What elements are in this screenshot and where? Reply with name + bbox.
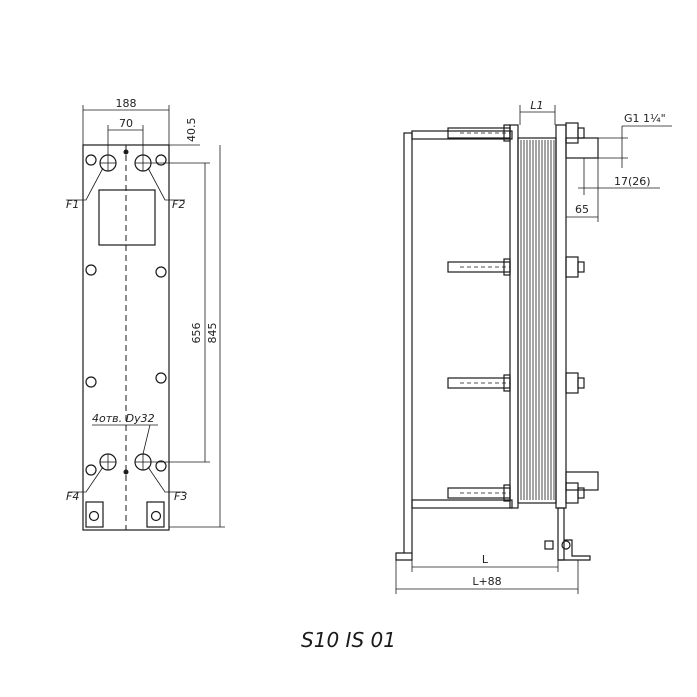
tie-rod-nuts (503, 122, 585, 504)
dim-width-label: 188 (116, 97, 137, 110)
front-view: 188 70 40.5 656 845 F1 F2 F4 F3 4отв. Dy… (66, 97, 225, 531)
frame-bolts (85, 149, 167, 476)
pressure-plate (555, 124, 567, 509)
foot-bolt-icon (150, 510, 162, 522)
support-column (403, 132, 413, 554)
dim-height-label: 845 (206, 323, 219, 344)
drawing-caption: S10 IS 01 (301, 628, 396, 652)
dim-L88-label: L+88 (472, 575, 501, 588)
front-foot-left (85, 501, 104, 528)
plate-pack (517, 137, 557, 504)
bracket-bolt-icon (561, 540, 571, 550)
top-nozzle (565, 137, 599, 159)
base-foot (395, 552, 413, 561)
note-holes: 4отв. Dy32 (92, 412, 155, 425)
port-label-f3: F3 (174, 490, 187, 503)
dim-port-spacing-label: 656 (190, 323, 203, 344)
bottom-guide-bar (411, 499, 513, 509)
dim-l1-label: L1 (530, 99, 543, 112)
dim-top-offset-label: 40.5 (185, 118, 198, 143)
front-foot-right (146, 501, 165, 528)
port-f4-icon (99, 453, 117, 471)
foot-bolt-icon (88, 510, 100, 522)
port-label-f1: F1 (66, 198, 79, 211)
top-guide-bar (411, 130, 513, 140)
dim-L-label: L (482, 553, 489, 566)
dim-65-label: 65 (575, 203, 589, 216)
fixed-frame-plate (509, 124, 519, 509)
bottom-nozzle (565, 471, 599, 491)
dim-thread-label: G1 1¼" (624, 112, 666, 125)
dim-center-label: 70 (119, 117, 133, 130)
tie-rods (447, 127, 511, 499)
port-label-f4: F4 (66, 490, 79, 503)
right-bracket (558, 539, 591, 561)
front-window (98, 189, 156, 246)
side-view: L1 G1 1¼" 17(26) 65 L L+88 (395, 99, 672, 594)
dim-17-label: 17(26) (614, 175, 651, 188)
right-support-leg (557, 507, 565, 561)
port-label-f2: F2 (172, 198, 185, 211)
